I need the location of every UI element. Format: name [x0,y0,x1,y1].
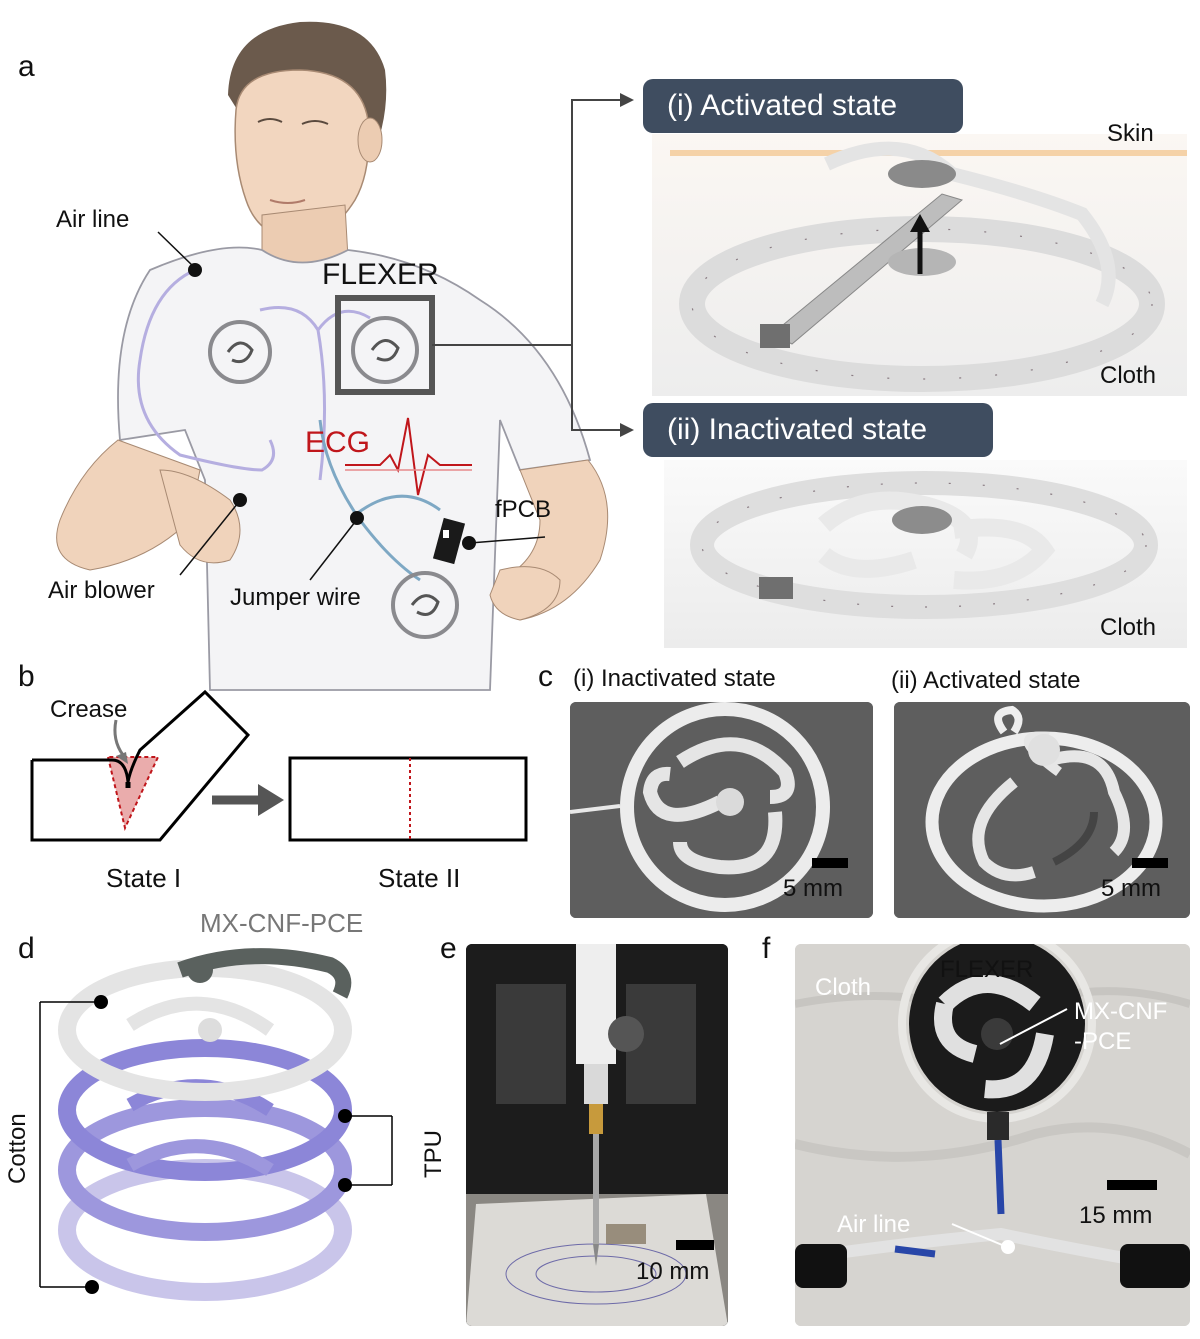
cotton-label: Cotton [4,1113,31,1184]
mx-label-f-line2: -PCE [1074,1028,1132,1055]
inactivated-photo: 5 mm [570,702,873,918]
panel-label-b: b [18,660,35,693]
flexer-on-cloth-photo: Cloth FLEXER MX-CNF -PCE Air line 15 mm [795,944,1190,1326]
fpcb-label: fPCB [495,496,552,523]
panel-label-c: c [538,660,553,693]
flexer-label-f: FLEXER [940,956,1034,983]
cloth-label-top: Cloth [1100,362,1157,389]
flexer-label: FLEXER [322,258,439,291]
state-ii-label: State II [378,863,461,893]
panel-label-a: a [18,50,35,83]
mx-cnf-pce-label: MX-CNF-PCE [200,908,364,938]
air-line-label-f: Air line [837,1211,911,1238]
jumper-wire-label: Jumper wire [230,584,361,611]
scale-label-c2: 5 mm [1101,875,1161,902]
crease-label: Crease [50,696,128,723]
air-line-label: Air line [56,206,130,233]
activated-photo: 5 mm [894,702,1190,918]
crease-diagram [30,689,528,842]
ecg-label: ECG [305,426,371,459]
c-activated-title: (ii) Activated state [891,667,1081,694]
activated-state-render: Skin Cloth [652,120,1187,396]
person-illustration [56,21,634,691]
air-blower-label: Air blower [48,577,155,604]
state-i-label: State I [106,863,182,893]
scale-bar-c2 [1132,858,1168,868]
cloth-label-f: Cloth [815,974,872,1001]
panel-label-f: f [762,932,771,965]
panel-label-d: d [18,932,35,965]
scale-label-f: 15 mm [1079,1202,1153,1229]
inactivated-state-banner: (ii) Inactivated state [643,403,993,457]
scale-bar-f [1107,1180,1157,1190]
c-inactivated-title: (i) Inactivated state [573,665,776,692]
mx-label-f-line1: MX-CNF [1074,998,1168,1025]
skin-label: Skin [1107,120,1154,147]
scale-label-e: 10 mm [636,1258,710,1285]
printer-photo: 10 mm [466,944,728,1326]
layer-stack-diagram [39,948,393,1301]
scale-bar-c1 [812,858,848,868]
panel-label-e: e [440,932,457,965]
tpu-label: TPU [420,1130,447,1178]
scale-bar-e [676,1240,714,1250]
cloth-label-bottom: Cloth [1100,614,1157,641]
inactivated-state-render: Cloth [664,460,1187,648]
activated-state-banner: (i) Activated state [643,79,963,133]
scale-label-c1: 5 mm [783,875,843,902]
